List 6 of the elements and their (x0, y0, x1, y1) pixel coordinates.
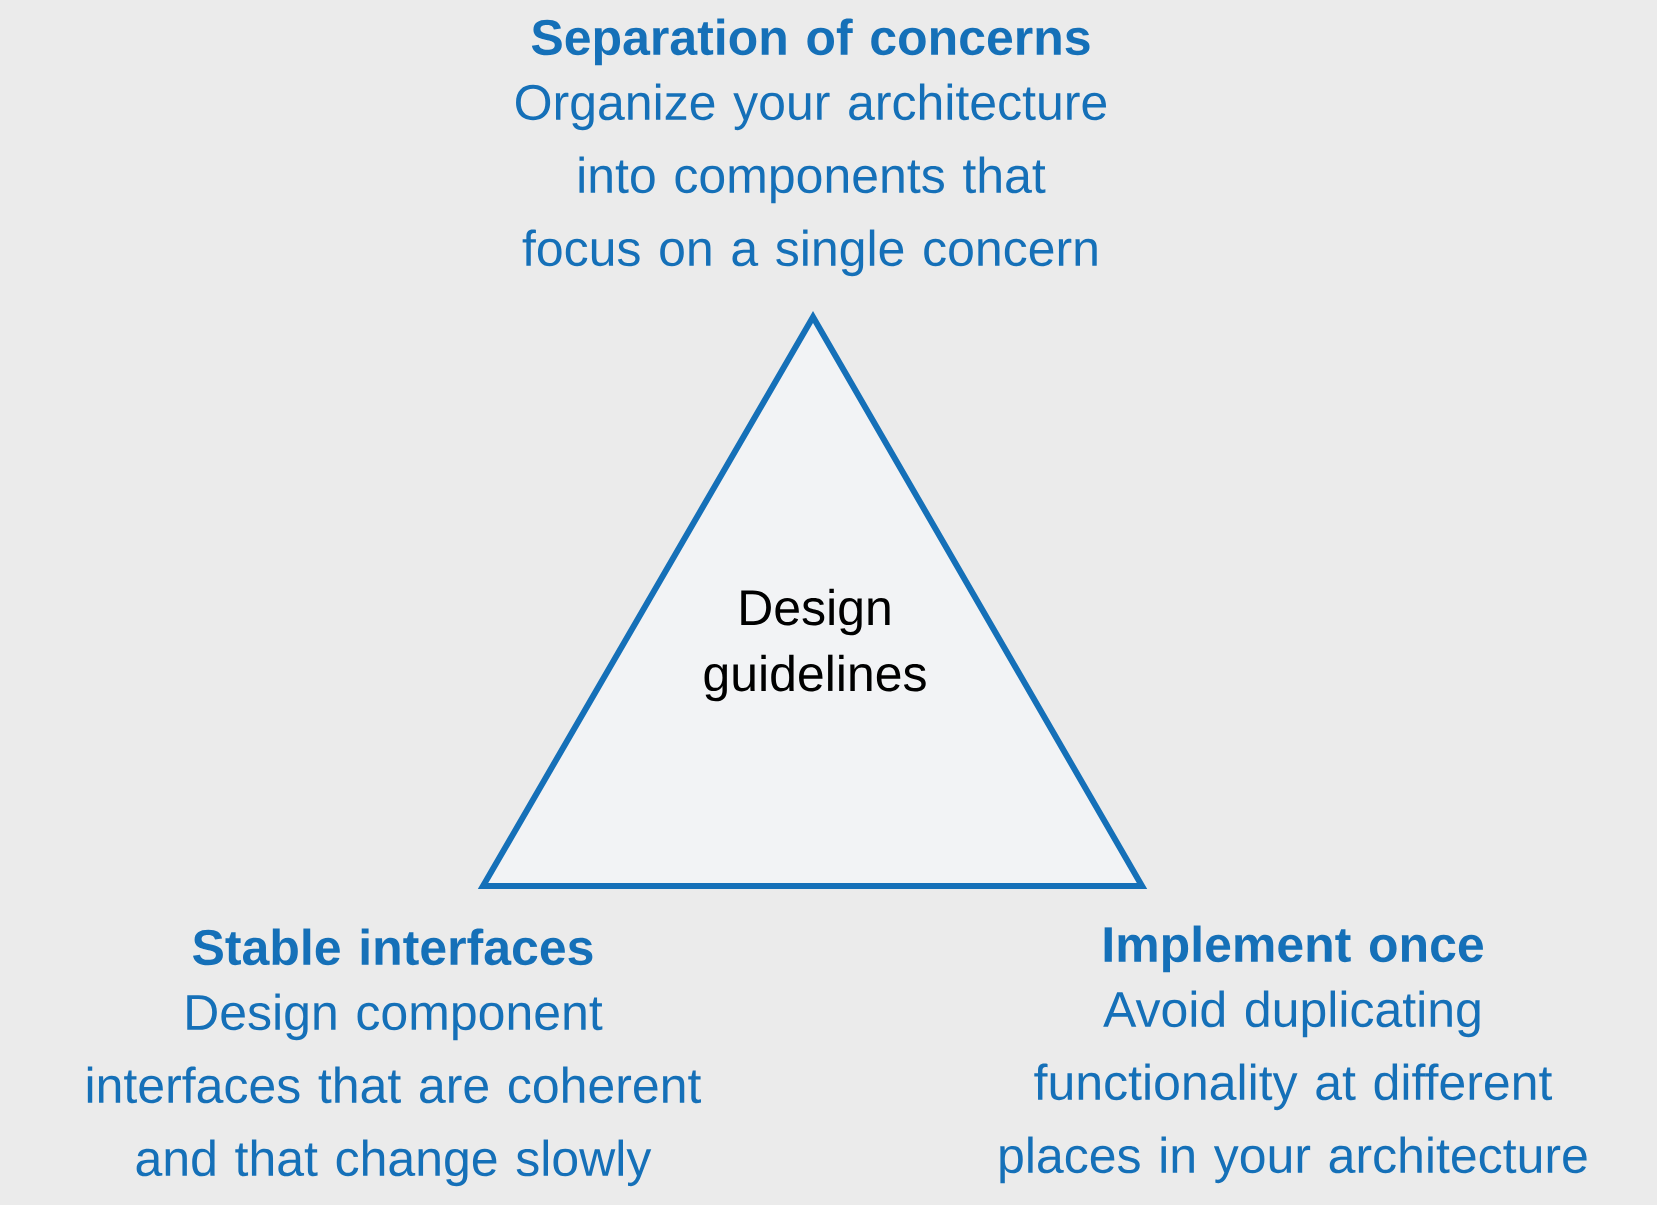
heading: Implement once (1104, 925, 1483, 973)
heading: Separation of concerns (531, 18, 1090, 66)
node-label: Design guidelines (704, 588, 926, 702)
description: Avoid duplicating functionality at different places in your architecture (1000, 990, 1587, 1184)
heading: Stable interfaces (192, 928, 593, 966)
description: Design component interfaces that are coherent and that change slowly (87, 993, 701, 1187)
